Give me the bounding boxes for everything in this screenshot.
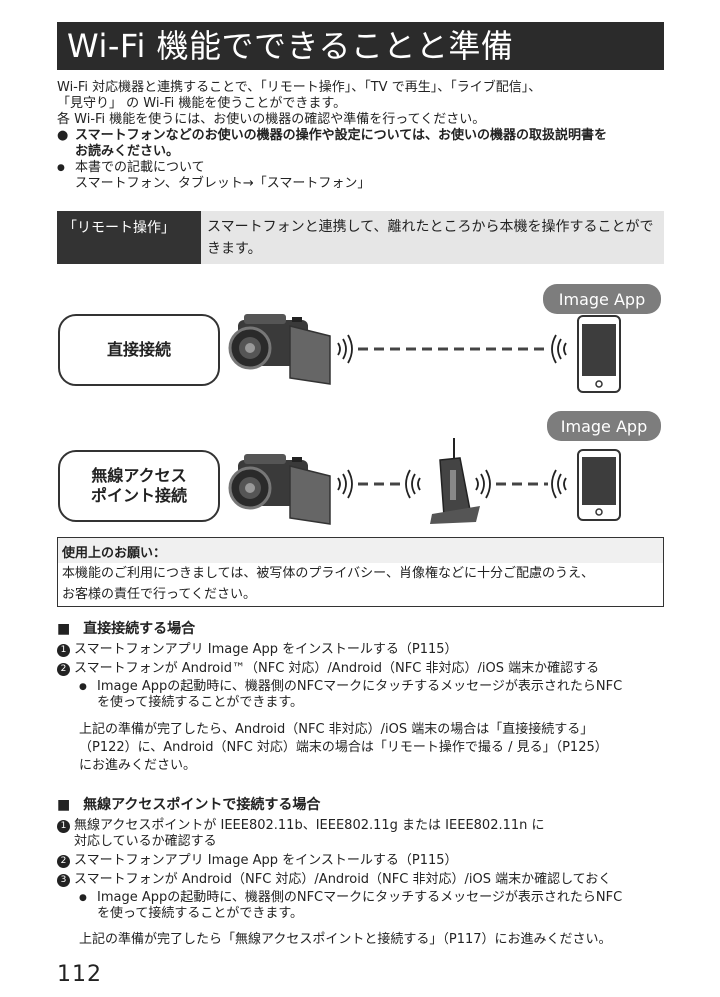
bullet-marker: ● <box>57 128 69 143</box>
step-text-line-1: 無線アクセスポイントが IEEE802.11b、IEEE802.11g または … <box>74 818 545 833</box>
camcorder-icon <box>228 454 331 525</box>
note-line-1: Image Appの起動時に、機器側のNFCマークにタッチするメッセージが表示さ… <box>97 890 623 905</box>
note-line-1: Image Appの起動時に、機器側のNFCマークにタッチするメッセージが表示さ… <box>97 679 623 694</box>
connection-diagram <box>228 314 621 525</box>
step-number-icon: 2 <box>57 663 70 676</box>
notice-line-2: お客様の責任で行ってください。 <box>62 587 256 602</box>
intro-bullet-2-line-2: スマートフォン、タブレット→「スマートフォン」 <box>75 176 371 191</box>
follow-up-text: 上記の準備が完了したら、Android（NFC 非対応）/iOS 端末の場合は「… <box>57 721 677 775</box>
step: 1 無線アクセスポイントが IEEE802.11b、IEEE802.11g また… <box>57 818 677 850</box>
step: 1 スマートフォンアプリ Image App をインストールする（P115） <box>57 642 677 658</box>
note: ● Image Appの起動時に、機器側のNFCマークにタッチするメッセージが表… <box>57 679 677 711</box>
page-number: 112 <box>57 962 102 987</box>
section-heading: ■ 無線アクセスポイントで接続する場合 <box>57 794 677 814</box>
section-heading-text: 直接接続する場合 <box>83 621 196 637</box>
image-app-badge: Image App <box>543 284 661 314</box>
direct-connection-section: ■ 直接接続する場合 1 スマートフォンアプリ Image App をインストール… <box>57 618 677 775</box>
page-title: Wi-Fi 機能でできることと準備 <box>57 22 664 70</box>
wifi-signal-icon <box>337 334 353 364</box>
follow-up-line-2: （P122）に、Android（NFC 対応）端末の場合は「リモート操作で撮る … <box>79 740 608 755</box>
intro-line-2: 「見守り」 の Wi-Fi 機能を使うことができます。 <box>57 96 347 111</box>
square-marker-icon: ■ <box>57 797 71 813</box>
note-line-2: を使って接続することができます。 <box>97 695 304 710</box>
note: ● Image Appの起動時に、機器側のNFCマークにタッチするメッセージが表… <box>57 890 677 922</box>
access-point-section: ■ 無線アクセスポイントで接続する場合 1 無線アクセスポイントが IEEE80… <box>57 794 677 948</box>
intro-line-1: Wi-Fi 対応機器と連携することで、「リモート操作」、「TV で再生」、「ライ… <box>57 80 542 95</box>
access-point-label-line-1: 無線アクセス <box>91 466 187 485</box>
step: 2 スマートフォンアプリ Image App をインストールする（P115） <box>57 853 677 869</box>
bullet-marker: ● <box>57 163 65 173</box>
remote-operation-description: スマートフォンと連携して、離れたところから本機を操作することができます。 <box>201 211 664 264</box>
step-number-icon: 2 <box>57 855 70 868</box>
wifi-signal-icon <box>475 469 491 499</box>
image-app-badge: Image App <box>547 411 661 441</box>
notice-line-1: 本機能のご利用につきましては、被写体のプライバシー、肖像権などに十分ご配慮のうえ… <box>62 566 594 581</box>
follow-up-line-1: 上記の準備が完了したら「無線アクセスポイントと接続する」（P117）にお進みくだ… <box>79 932 612 947</box>
wifi-signal-icon <box>551 469 567 499</box>
follow-up-text: 上記の準備が完了したら「無線アクセスポイントと接続する」（P117）にお進みくだ… <box>57 932 677 948</box>
direct-connection-label: 直接接続 <box>58 314 220 386</box>
step-number-icon: 3 <box>57 874 70 887</box>
remote-operation-label: 「リモート操作」 <box>57 211 201 264</box>
smartphone-icon <box>577 449 621 521</box>
intro-bullet-1-line-1: スマートフォンなどのお使いの機器の操作や設定については、お使いの機器の取扱説明書… <box>75 128 607 143</box>
direct-connection-row <box>228 314 621 393</box>
step-text-line-2: 対応しているか確認する <box>74 834 217 849</box>
camcorder-icon <box>228 314 331 385</box>
square-marker-icon: ■ <box>57 621 71 637</box>
usage-notice: 使用上のお願い： 本機能のご利用につきましては、被写体のプライバシー、肖像権など… <box>57 537 664 607</box>
access-point-connection-label: 無線アクセス ポイント接続 <box>58 450 220 522</box>
step-text: スマートフォンが Android™（NFC 対応）/Android（NFC 非対… <box>74 661 600 676</box>
step: 3 スマートフォンが Android（NFC 対応）/Android（NFC 非対… <box>57 872 677 888</box>
section-heading-text: 無線アクセスポイントで接続する場合 <box>83 797 321 813</box>
wifi-signal-icon <box>551 334 567 364</box>
follow-up-line-1: 上記の準備が完了したら、Android（NFC 非対応）/iOS 端末の場合は「… <box>79 722 594 737</box>
intro-bullet-2-line-1: 本書での記載について <box>75 160 205 175</box>
bullet-marker: ● <box>79 893 87 903</box>
notice-heading: 使用上のお願い： <box>58 538 663 563</box>
step-number-icon: 1 <box>57 644 70 657</box>
bullet-marker: ● <box>79 682 87 692</box>
intro-bullet-1: ● スマートフォンなどのお使いの機器の操作や設定については、お使いの機器の取扱説… <box>57 128 667 160</box>
follow-up-line-3: にお進みください。 <box>79 758 197 773</box>
intro-block: Wi-Fi 対応機器と連携することで、「リモート操作」、「TV で再生」、「ライ… <box>57 80 667 192</box>
step: 2 スマートフォンが Android™（NFC 対応）/Android（NFC 非… <box>57 661 677 677</box>
note-line-2: を使って接続することができます。 <box>97 906 304 921</box>
wifi-signal-icon <box>405 469 421 499</box>
step-text: スマートフォンアプリ Image App をインストールする（P115） <box>74 642 458 657</box>
step-text: スマートフォンが Android（NFC 対応）/Android（NFC 非対応… <box>74 872 612 887</box>
router-icon <box>430 438 480 524</box>
step-number-icon: 1 <box>57 820 70 833</box>
intro-line-3: 各 Wi-Fi 機能を使うには、お使いの機器の確認や準備を行ってください。 <box>57 112 486 127</box>
intro-bullet-1-line-2: お読みください。 <box>75 144 180 159</box>
smartphone-icon <box>577 315 621 393</box>
step-text: スマートフォンアプリ Image App をインストールする（P115） <box>74 853 458 868</box>
intro-bullet-2: ● 本書での記載について スマートフォン、タブレット→「スマートフォン」 <box>57 160 667 192</box>
access-point-label-line-2: ポイント接続 <box>90 486 187 505</box>
wifi-signal-icon <box>337 469 353 499</box>
access-point-connection-row <box>228 438 621 525</box>
section-heading: ■ 直接接続する場合 <box>57 618 677 638</box>
